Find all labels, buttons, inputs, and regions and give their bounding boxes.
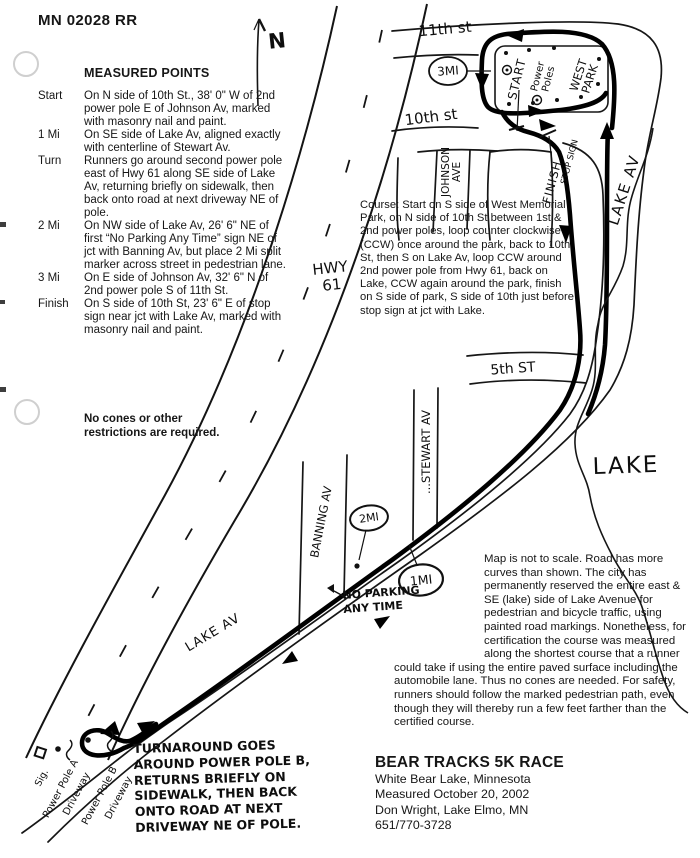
lake-av-east-edge [47, 21, 663, 843]
course-arrow [528, 105, 545, 117]
course-line [79, 29, 617, 758]
turnaround-note: TURNAROUND GOES AROUND POWER POLE B, RET… [133, 737, 311, 835]
measured-point-text: Runners go around second power pole east… [84, 155, 283, 219]
fifth-st-line [469, 379, 587, 385]
course-description: Course: Start on S side of West Memorial… [360, 199, 574, 317]
power-pole-marks [501, 64, 543, 106]
measured-point-text: On S side of 10th St, 23' 6" E of stop s… [84, 298, 282, 336]
mile-marker-3mi: 3MI [436, 63, 460, 79]
measured-point-label: 2 Mi [38, 220, 60, 232]
turnaround-cluster [33, 730, 114, 761]
label-johnson-ave: JOHNSON AVE [440, 147, 463, 197]
race-info-line: Don Wright, Lake Elmo, MN [375, 802, 529, 817]
measured-point-label: Start [38, 90, 63, 102]
mile-marker-2mi: 2MI [358, 510, 380, 526]
course-park-loop [479, 29, 617, 131]
measured-point-label: 3 Mi [38, 272, 60, 284]
scan-artifacts [0, 222, 6, 392]
punch-holes [13, 51, 40, 425]
course-northbound [585, 127, 611, 417]
race-info-line: 651/770-3728 [375, 818, 452, 833]
race-info-line: Measured October 20, 2002 [375, 787, 530, 802]
stewart-av-line [436, 387, 439, 529]
measured-points-list: Start On N side of 10th St., 38' 0" W of… [38, 90, 290, 337]
measured-points-heading: MEASURED POINTS [84, 66, 210, 80]
label-hwy-61: HWY 61 [311, 257, 349, 295]
label-lake: LAKE [592, 451, 660, 481]
mile-markers [349, 56, 491, 597]
driveway-squiggle [106, 730, 114, 752]
certification-number: MN 02028 RR [38, 12, 138, 29]
power-pole-b-dot [85, 737, 91, 743]
no-cones-note: No cones or other restrictions are requi… [84, 413, 220, 439]
tenth-st-upper [391, 126, 479, 132]
course-arrow [559, 225, 572, 243]
race-info-line: White Bear Lake, Minnesota [375, 772, 531, 786]
race-info: BEAR TRACKS 5K RACE White Bear Lake, Min… [375, 754, 564, 834]
course-arrow [374, 616, 390, 629]
driveway-squiggle [65, 739, 73, 761]
measured-point-row: Turn Runners go around second power pole… [38, 155, 290, 220]
two-mi-pole-dot [354, 563, 360, 569]
fifth-st-line [466, 351, 584, 357]
map-scale-note-text: Map is not to scale. Road has more curve… [394, 553, 686, 729]
block-edge [486, 151, 491, 241]
lake-av-west-edge [21, 142, 605, 834]
banning-av-line [298, 461, 304, 635]
power-pole-a-dot [55, 746, 61, 752]
stewart-av-line [412, 389, 415, 541]
measured-point-label: Turn [38, 155, 62, 167]
mile-marker-1mi-circle [397, 563, 445, 597]
banning-av-line [343, 454, 348, 597]
course-arrow [282, 651, 298, 664]
course-arrow [100, 721, 120, 735]
measured-point-row: 3 Mi On E side of Johnson Av, 32' 6" N o… [38, 272, 290, 298]
block-edge [489, 148, 552, 153]
hwy-61-road [25, 3, 428, 761]
measured-point-row: Finish On S side of 10th St, 23' 6" E of… [38, 298, 290, 337]
measured-point-text: On E side of Johnson Av, 32' 6" N of 2nd… [84, 272, 269, 297]
sign-square [33, 745, 48, 760]
lake-shoreline [574, 127, 689, 714]
block-edge [396, 157, 400, 241]
measured-point-text: On SE side of Lake Av, aligned exactly w… [84, 129, 281, 154]
tenth-st-lower [417, 148, 498, 153]
measured-point-label: Finish [38, 298, 69, 310]
north-arrow-icon [253, 18, 267, 107]
course-arrow [600, 122, 614, 139]
course-arrows [100, 29, 614, 735]
course-southbound [121, 109, 583, 751]
measured-point-text: On NW side of Lake Av, 26' 6" NE of firs… [84, 220, 286, 271]
start-finish-markers [508, 89, 557, 163]
race-title: BEAR TRACKS 5K RACE [375, 754, 564, 771]
eleventh-st-lower [393, 53, 479, 59]
measured-point-text: On N side of 10th St., 38' 0" W of 2nd p… [84, 90, 276, 128]
measured-point-label: 1 Mi [38, 129, 60, 141]
measured-point-row: 1 Mi On SE side of Lake Av, aligned exac… [38, 129, 290, 155]
punch-hole [14, 399, 40, 425]
course-arrow [539, 119, 556, 131]
course-arrow [475, 73, 489, 90]
north-letter: N [267, 28, 287, 54]
course-arrow [506, 29, 524, 42]
label-5th-st: 5th ST [489, 359, 537, 379]
mile-marker-2mi-circle [349, 504, 389, 532]
label-no-parking: NO PARKING ANY TIME [342, 583, 420, 616]
hwy-61-centerline [69, 29, 383, 753]
measured-point-row: 2 Mi On NW side of Lake Av, 26' 6" NE of… [38, 220, 290, 272]
johnson-ave-line [466, 149, 471, 230]
course-arrow [137, 721, 155, 734]
measured-point-row: Start On N side of 10th St., 38' 0" W of… [38, 90, 290, 129]
no-parking-leader [327, 584, 347, 599]
johnson-ave-line [432, 150, 438, 233]
label-stewart-av: ...STEWART AV [419, 410, 433, 494]
map-scale-note: Map is not to scale. Road has more curve… [394, 553, 692, 730]
punch-hole [13, 51, 39, 77]
